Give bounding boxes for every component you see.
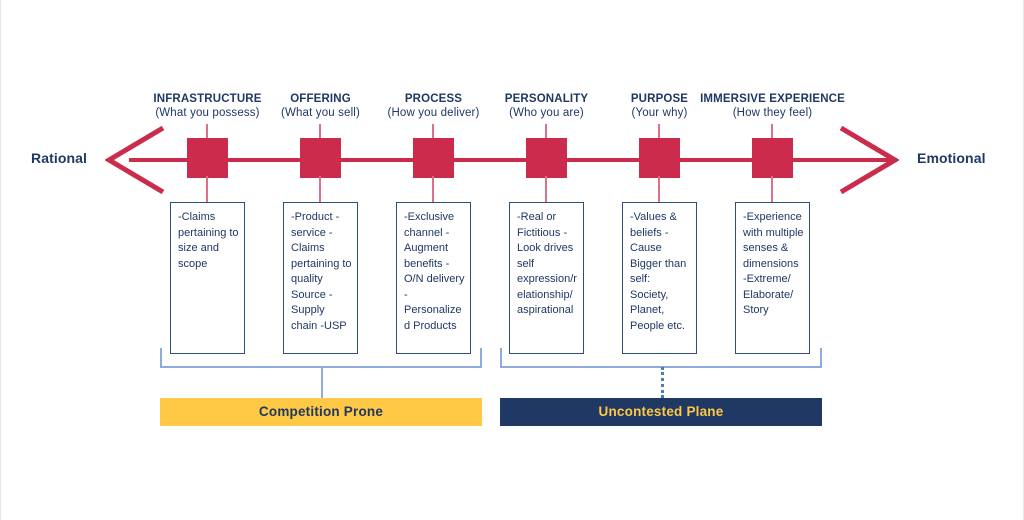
pillar-stem-down (545, 176, 547, 204)
pillar-detail-box: -Values & beliefs -Cause Bigger than sel… (622, 202, 697, 354)
pillar-title-text: PERSONALITY (504, 93, 589, 105)
banner-uncontested-plane[interactable]: Uncontested Plane (500, 398, 822, 426)
group-stem-competition-prone (321, 367, 323, 398)
group-stem-uncontested-plane (661, 367, 664, 398)
pillar-stem-down (658, 176, 660, 204)
rational-emotional-axis-line (129, 158, 897, 162)
pillar-subtitle-text: (Who you are) (509, 107, 584, 119)
pillar-node-square[interactable] (526, 138, 567, 178)
pillar-title-process: PROCESS (How you deliver) (359, 92, 508, 120)
pillar-stem-down (206, 176, 208, 204)
pillar-node-square[interactable] (752, 138, 793, 178)
pillar-stem-down (319, 176, 321, 204)
pillar-subtitle-text: (What you sell) (281, 107, 360, 119)
pillar-title-text: IMMERSIVE EXPERIENCE (700, 93, 845, 105)
pillar-stem-down (771, 176, 773, 204)
group-bracket-uncontested-plane (500, 348, 822, 368)
pillar-detail-box: -Product -service -Claims pertaining to … (283, 202, 358, 354)
pillar-detail-box: -Exclusive channel -Augment benefits -O/… (396, 202, 471, 354)
pillar-stem-down (432, 176, 434, 204)
pillar-node-square[interactable] (187, 138, 228, 178)
pillar-subtitle-text: (How you deliver) (387, 107, 480, 119)
pillar-title-immersive-experience: IMMERSIVE EXPERIENCE (How they feel) (698, 92, 847, 120)
pillar-node-square[interactable] (639, 138, 680, 178)
pillar-node-square[interactable] (413, 138, 454, 178)
pillar-detail-box: -Claims pertaining to size and scope (170, 202, 245, 354)
pole-label-rational: Rational (31, 150, 88, 166)
banner-competition-prone[interactable]: Competition Prone (160, 398, 482, 426)
pillar-node-square[interactable] (300, 138, 341, 178)
pillar-title-text: PROCESS (404, 93, 463, 105)
pillar-subtitle-text: (Your why) (631, 107, 688, 119)
pillar-title-text: PURPOSE (630, 93, 689, 105)
pillar-subtitle-text: (How they feel) (732, 107, 813, 119)
pole-label-emotional: Emotional (917, 150, 986, 166)
pillar-detail-box: -Real or Fictitious -Look drives self ex… (509, 202, 584, 354)
group-bracket-competition-prone (160, 348, 482, 368)
pillar-title-text: INFRASTRUCTURE (153, 93, 262, 105)
pillar-title-text: OFFERING (290, 93, 351, 105)
pillar-subtitle-text: (What you possess) (155, 107, 260, 119)
pillar-detail-box: -Experience with multiple senses & dimen… (735, 202, 810, 354)
right-arrowhead-icon (839, 124, 900, 196)
pillar-title-infrastructure: INFRASTRUCTURE (What you possess) (133, 92, 282, 120)
left-arrowhead-icon (104, 124, 165, 196)
pillar-title-offering: OFFERING (What you sell) (246, 92, 395, 120)
pillar-title-purpose: PURPOSE (Your why) (585, 92, 734, 120)
pillar-title-personality: PERSONALITY (Who you are) (472, 92, 621, 120)
